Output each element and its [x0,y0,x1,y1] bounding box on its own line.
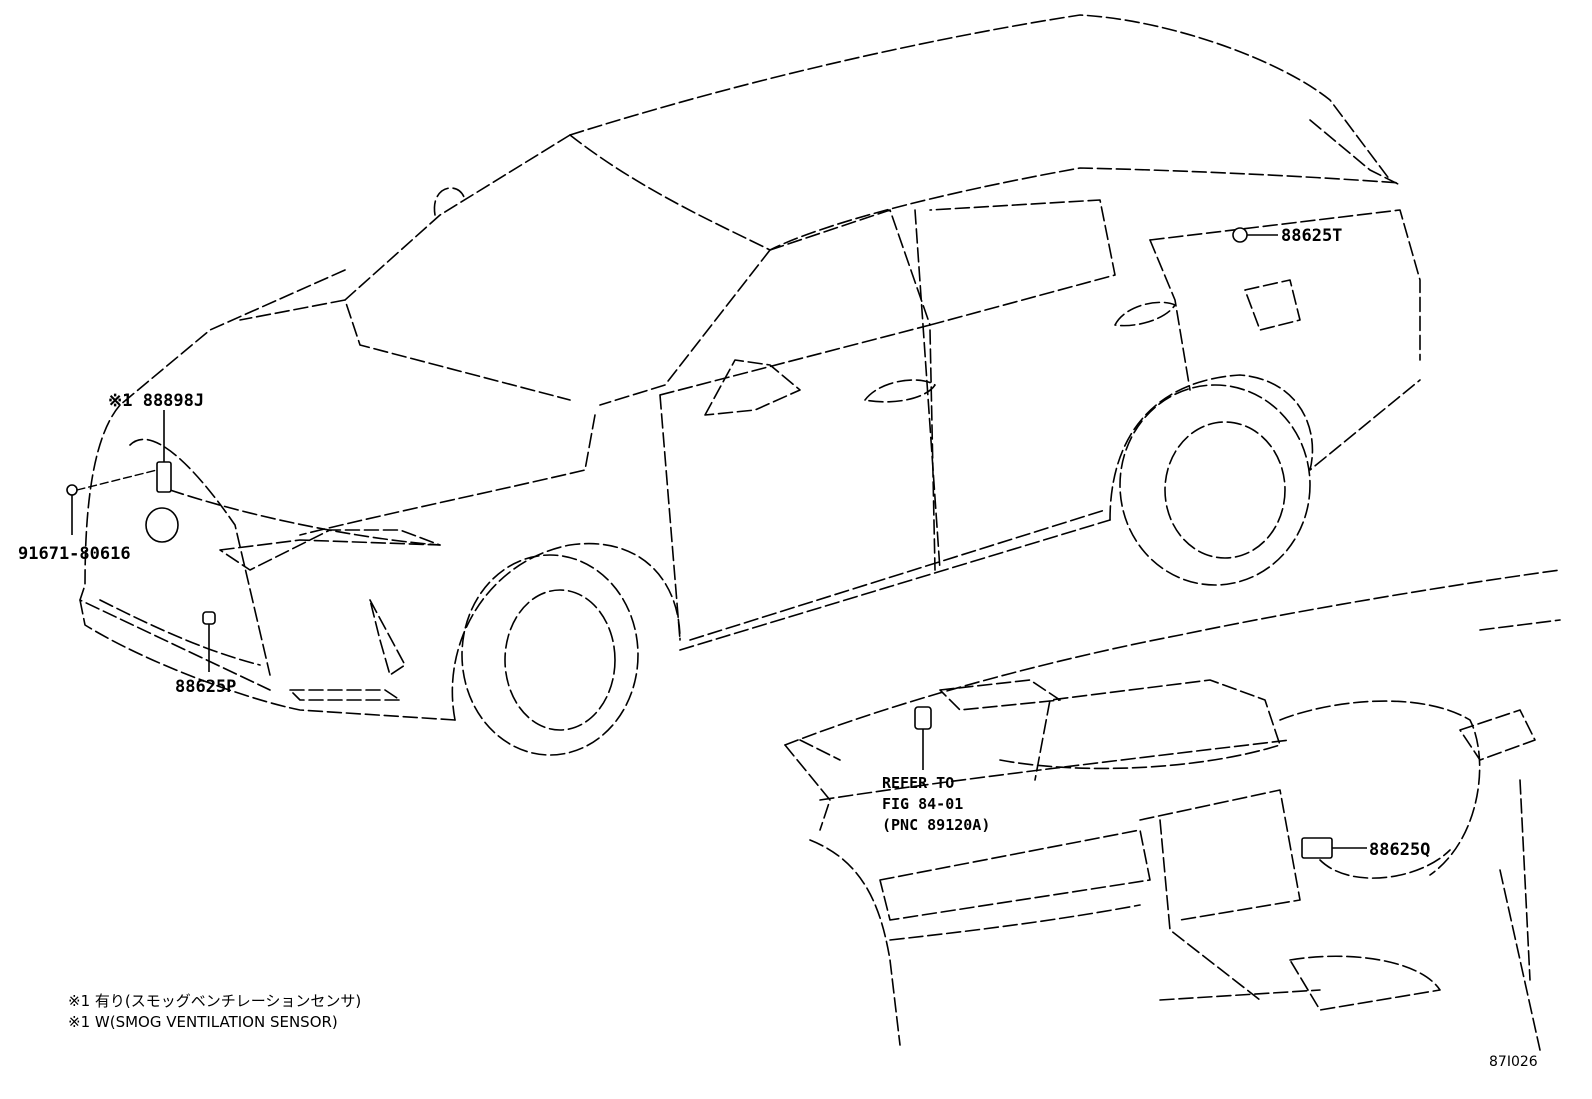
part-91671-screw [66,469,158,535]
part-88625q-sensor [1301,837,1367,859]
vehicle-exterior-drawing [79,14,1421,756]
interior-dashboard-drawing [784,569,1561,1051]
callout-88625t: 88625T [1281,226,1342,246]
footnote-english: ※1 W(SMOG VENTILATION SENSOR) [68,1013,338,1031]
callout-88625p: 88625P [175,677,236,697]
reference-line-3: (PNC 89120A) [882,816,990,834]
callout-88898j: ※1 88898J [108,391,204,411]
part-88898j-sensor [156,410,172,493]
reference-line-2: FIG 84-01 [882,795,963,813]
reference-line-1: REFER TO [882,774,954,792]
reference-note: REFER TO FIG 84-01 (PNC 89120A) [882,774,990,834]
part-89120a-sensor [914,706,932,770]
footnote-japanese: ※1 有り(スモッグベンチレーションセンサ) [68,992,361,1010]
callout-88625q: 88625Q [1369,840,1430,860]
part-88625t-sensor [1232,227,1278,243]
figure-code: 87I026 [1489,1054,1538,1070]
part-88625p-sensor [202,611,216,672]
footnotes: ※1 有り(スモッグベンチレーションセンサ) ※1 W(SMOG VENTILA… [68,992,361,1031]
callout-91671-80616: 91671-80616 [18,544,131,564]
